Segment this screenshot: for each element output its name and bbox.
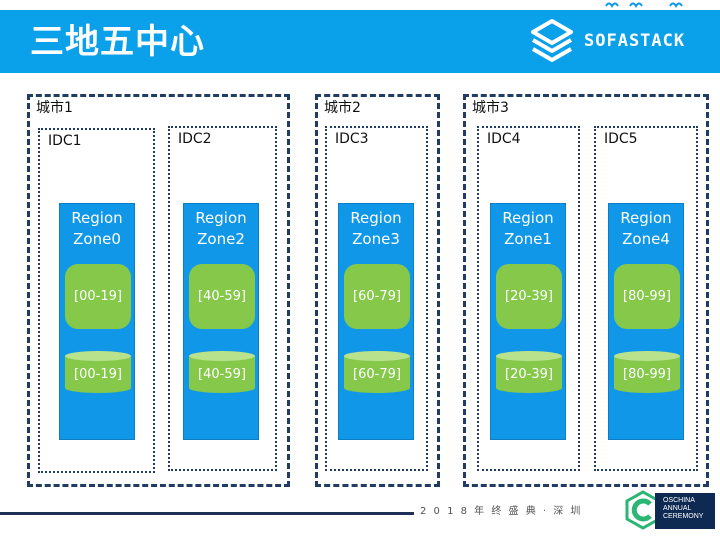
footer-event-text: 2 0 1 8 年 终 盛 典 · 深 圳 [420,506,583,517]
idc-label: IDC3 [335,131,369,147]
shard-range-box: [20-39] [496,264,562,329]
database-range-label: [40-59] [198,367,246,382]
idc-2-box: IDC2 [168,126,277,471]
database-cylinder: [20-39] [496,351,562,393]
database-range-label: [20-39] [505,367,553,382]
shard-range-box: [00-19] [65,264,131,329]
badge-line: CEREMONY [663,513,704,520]
shard-range-box: [40-59] [189,264,255,329]
database-range-label: [80-99] [623,367,671,382]
shard-range-box: [80-99] [614,264,680,329]
shard-range-label: [40-59] [198,289,246,304]
birds-decoration-icon [605,2,683,8]
shard-range-box: [60-79] [344,264,410,329]
city-2-group: 城市2 [315,94,440,487]
database-cylinder: [00-19] [65,351,131,393]
idc-label: IDC1 [48,133,82,149]
idc-label: IDC2 [178,131,212,147]
city-label: 城市1 [36,100,73,116]
idc-3-box: IDC3 [325,126,428,471]
idc-1-box: IDC1 [38,128,155,473]
page-title: 三地五中心 [30,22,205,62]
database-icon [189,351,255,393]
city-3-group: 城市3 [463,94,709,487]
shard-range-label: [20-39] [505,289,553,304]
idc-label: IDC5 [604,131,638,147]
badge-line: ANNUAL [663,505,692,512]
city-label: 城市2 [324,100,361,116]
brand-name: SOFASTACK [584,31,686,51]
footer-divider [0,512,414,515]
database-icon [65,351,131,393]
shard-range-label: [00-19] [74,289,122,304]
badge-line: OSCHINA [663,497,695,504]
database-icon [496,351,562,393]
database-range-label: [60-79] [353,367,401,382]
city-1-group: 城市1 [27,94,290,487]
database-cylinder: [40-59] [189,351,255,393]
shard-range-label: [60-79] [353,289,401,304]
idc-4-box: IDC4 [477,126,580,471]
database-range-label: [00-19] [74,367,122,382]
database-icon [344,351,410,393]
database-cylinder: [60-79] [344,351,410,393]
idc-5-box: IDC5 [594,126,698,471]
shard-range-label: [80-99] [623,289,671,304]
database-cylinder: [80-99] [614,351,680,393]
idc-label: IDC4 [487,131,521,147]
header-bar: 三地五中心 SOFASTACK [0,10,720,73]
ceremony-badge: OSCHINA ANNUAL CEREMONY [655,493,715,529]
database-icon [614,351,680,393]
sofastack-logo-icon [531,19,573,62]
city-label: 城市3 [472,100,509,116]
